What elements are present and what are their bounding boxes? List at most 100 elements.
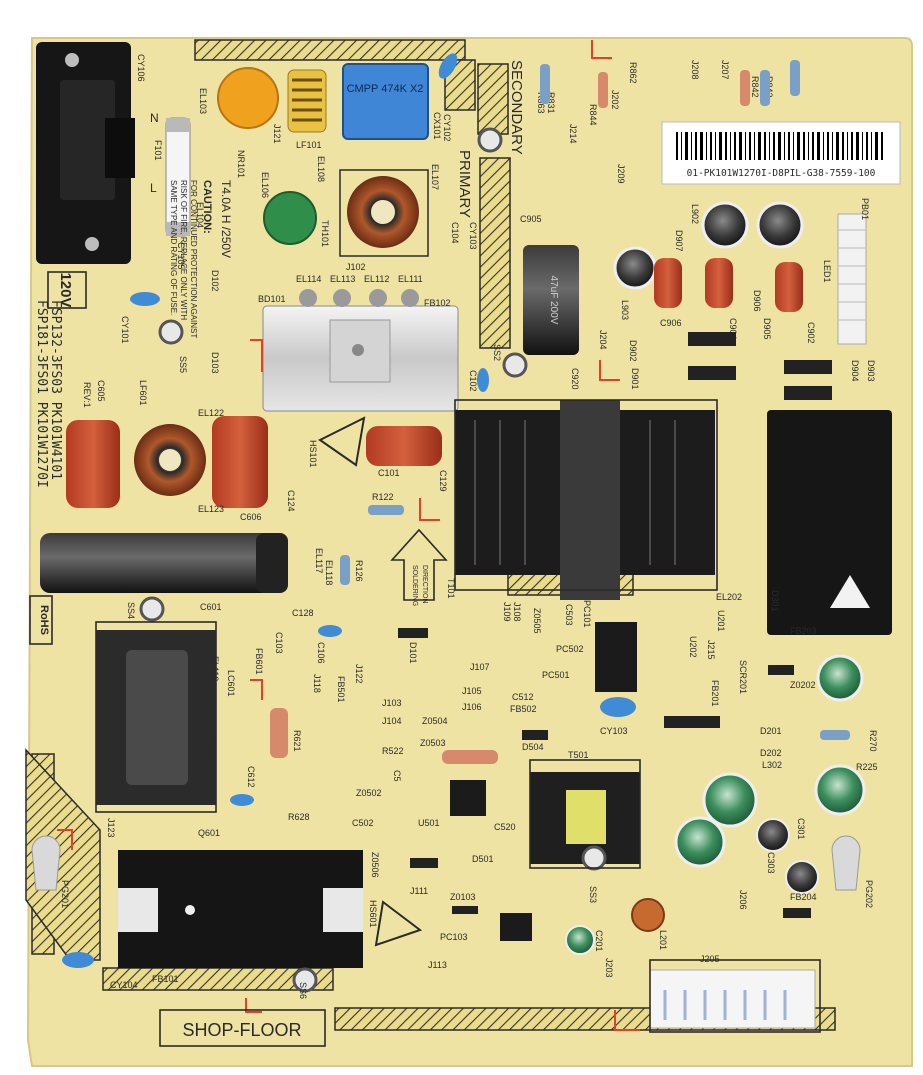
- ref-el113: EL113: [330, 274, 355, 284]
- ref-d501: D501: [472, 854, 494, 864]
- rev-label: REV:1: [82, 382, 92, 408]
- rectifier-triangle: [830, 575, 870, 608]
- ref-j203: J203: [604, 958, 614, 978]
- ref-j108: J108: [512, 602, 522, 622]
- ref-j106: J106: [462, 702, 482, 712]
- ref-r126: R126: [354, 560, 364, 582]
- ref-fb101: FB101: [152, 974, 179, 984]
- ref-j105: J105: [462, 686, 482, 696]
- x-capacitor-cx101: CMPP 474K X2: [342, 63, 429, 140]
- barcode-text: 01-PK101W1270I-D8PIL-G38-7559-100: [687, 168, 876, 179]
- ref-el107: EL107: [430, 164, 440, 190]
- ref-r225: R225: [856, 762, 878, 772]
- ref-bd101: BD101: [258, 294, 286, 304]
- bottom-heatsink: [118, 850, 363, 968]
- ref-fb502: FB502: [510, 704, 537, 714]
- ref-nr101: NR101: [236, 150, 246, 178]
- screw-pads: [139, 127, 607, 993]
- ref-el106: EL106: [260, 172, 270, 198]
- secondary-caps-top: [613, 201, 804, 290]
- ref-designators: CY106 N L F101 EL103 EL104 NR101 J121 EL…: [60, 54, 878, 999]
- ref-c129: C129: [438, 470, 448, 492]
- primary-label: PRIMARY: [456, 150, 473, 218]
- ref-c101: C101: [378, 468, 400, 478]
- ref-c520: C520: [494, 822, 516, 832]
- ref-c612: C612: [246, 766, 256, 788]
- barcode-label: 01-PK101W1270I-D8PIL-G38-7559-100: [661, 121, 901, 185]
- ref-z0202: Z0202: [790, 680, 816, 690]
- ref-z0103: Z0103: [450, 892, 476, 902]
- ref-led1: LED1: [822, 260, 832, 283]
- ref-scr201: SCR201: [738, 660, 748, 694]
- ac-input-connector: [36, 42, 135, 264]
- ref-cy102: CY102: [442, 114, 452, 142]
- ref-d907: D907: [674, 230, 684, 252]
- ref-d101: D101: [408, 642, 418, 664]
- ref-r621: R621: [292, 730, 302, 752]
- ref-c920: C920: [570, 368, 580, 390]
- mounting-tabs: [31, 835, 861, 891]
- shop-floor-label: SHOP-FLOOR: [182, 1020, 301, 1040]
- ref-c103: C103: [274, 632, 284, 654]
- ref-c128: C128: [292, 608, 314, 618]
- output-connector-bottom: [649, 969, 816, 1029]
- ref-pg202: PG202: [864, 880, 874, 908]
- ref-c106: C106: [316, 642, 326, 664]
- ref-d504: D504: [522, 742, 544, 752]
- fuse-f101: [165, 117, 191, 237]
- ref-j214: J214: [568, 124, 578, 144]
- ref-f101: F101: [153, 140, 163, 161]
- ref-d904: D904: [850, 360, 860, 382]
- ref-j104: J104: [382, 716, 402, 726]
- fuse-rating: T4.0A H /250V: [219, 180, 233, 258]
- x-cap-marking: CMPP 474K X2: [347, 83, 424, 95]
- bulk-capacitor-c905: 47uF 200V: [523, 245, 579, 355]
- ref-el112: EL112: [364, 274, 389, 284]
- output-connector-top-right: [837, 213, 867, 345]
- secondary-rectifier-block: [767, 410, 892, 635]
- ref-pc103: PC103: [440, 932, 468, 942]
- input-filter-section: [66, 416, 268, 508]
- ref-hs101: HS101: [308, 440, 318, 468]
- ref-pc501: PC501: [542, 670, 570, 680]
- ref-l302: L302: [762, 760, 782, 770]
- ref-pc101: PC101: [582, 600, 592, 628]
- ref-j204: J204: [598, 330, 608, 350]
- ref-t501: T501: [568, 750, 589, 760]
- caution-line-3: RISK OF FIRE, REPLACE ONLY WITH: [179, 180, 188, 320]
- ref-ln: N: [150, 111, 159, 125]
- ref-d902: D902: [628, 340, 638, 362]
- main-transformer-t101: [455, 400, 715, 600]
- rohs-label: RoHS: [38, 605, 50, 635]
- ref-c102: C102: [468, 370, 478, 392]
- film-caps-red: [654, 258, 803, 312]
- ref-j103: J103: [382, 698, 402, 708]
- ref-ss2: SS2: [492, 344, 502, 361]
- ref-fb201: FB201: [710, 680, 720, 707]
- secondary-caps-bottom: [565, 654, 866, 955]
- ref-c503: C503: [564, 604, 574, 626]
- ref-u202: U202: [688, 636, 698, 658]
- ref-j111: J111: [410, 886, 428, 896]
- ref-c605: C605: [96, 380, 106, 402]
- ref-c301: C301: [796, 818, 806, 840]
- ref-ll: L: [150, 181, 157, 195]
- soldering-label-1: SOLDERING: [411, 565, 418, 606]
- ic-chips: [450, 622, 637, 941]
- ref-j107: J107: [470, 662, 490, 672]
- thermistor-th101: [263, 191, 317, 245]
- axial-parts: [270, 60, 850, 918]
- caution-line-1: CAUTION:: [201, 180, 213, 234]
- ref-el118: EL118: [324, 560, 334, 585]
- standby-transformer-t501: [530, 772, 640, 864]
- ref-el119: EL119: [210, 656, 220, 681]
- ref-c303: C303: [766, 852, 776, 874]
- ref-el114: EL114: [296, 274, 321, 284]
- ref-z0505: Z0505: [532, 608, 542, 634]
- hatched-zones: [25, 39, 836, 1031]
- ref-q601: Q601: [198, 828, 220, 838]
- ref-c606: C606: [240, 512, 262, 522]
- film-cap-c101: [366, 426, 442, 466]
- ref-ss6: SS6: [298, 982, 308, 999]
